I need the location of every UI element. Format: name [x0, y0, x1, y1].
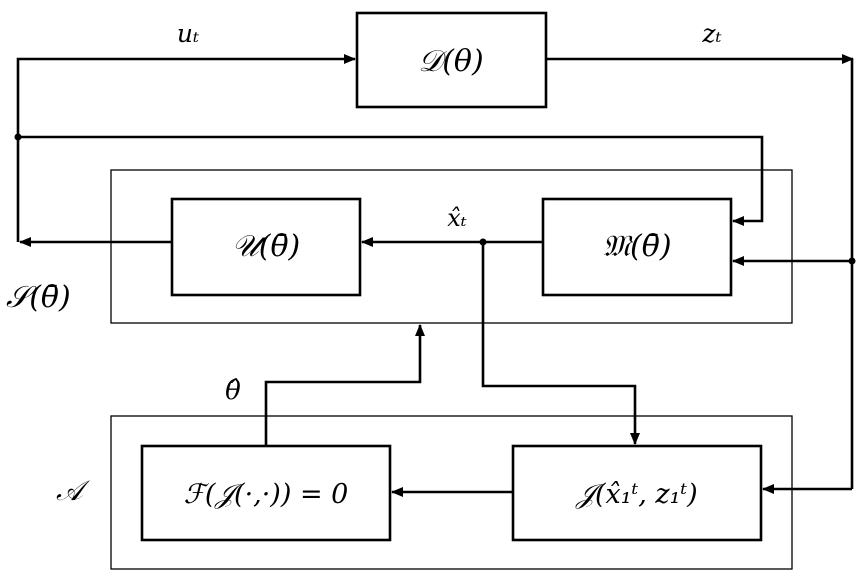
criterion-label: 𝒥(x̂₁ᵗ, z₁ᵗ) — [574, 479, 697, 510]
equation-label: ℱ(𝒥(·,·)) = 0 — [184, 479, 349, 510]
system-group-label: 𝒮(θ̄) — [6, 280, 71, 315]
equation-block — [140, 444, 392, 542]
junction-dot — [14, 133, 22, 141]
parameter-estimate-wire — [264, 324, 425, 446]
model-label: 𝔐(θ̄) — [602, 229, 671, 264]
controller-block — [170, 197, 362, 297]
input-to-model-wire — [18, 135, 764, 226]
input-signal-label: uₜ — [177, 19, 199, 48]
adaptation-group-label: 𝒜 — [56, 474, 90, 507]
model-block — [541, 197, 733, 297]
system-frame — [110, 169, 793, 324]
junction-dot — [848, 257, 856, 265]
input-wire — [16, 54, 356, 242]
adaptation-frame — [110, 415, 793, 570]
plant-label: 𝒟(θ) — [418, 44, 483, 79]
parameter-estimate-label: θ̂ — [225, 376, 241, 406]
output-signal-label: zₜ — [701, 19, 721, 48]
state-to-criterion-wire — [481, 242, 640, 445]
state-estimate-label: x̂ₜ — [447, 204, 467, 232]
junction-dot — [479, 238, 487, 246]
controller-label: 𝒰(θ̄) — [232, 229, 300, 264]
